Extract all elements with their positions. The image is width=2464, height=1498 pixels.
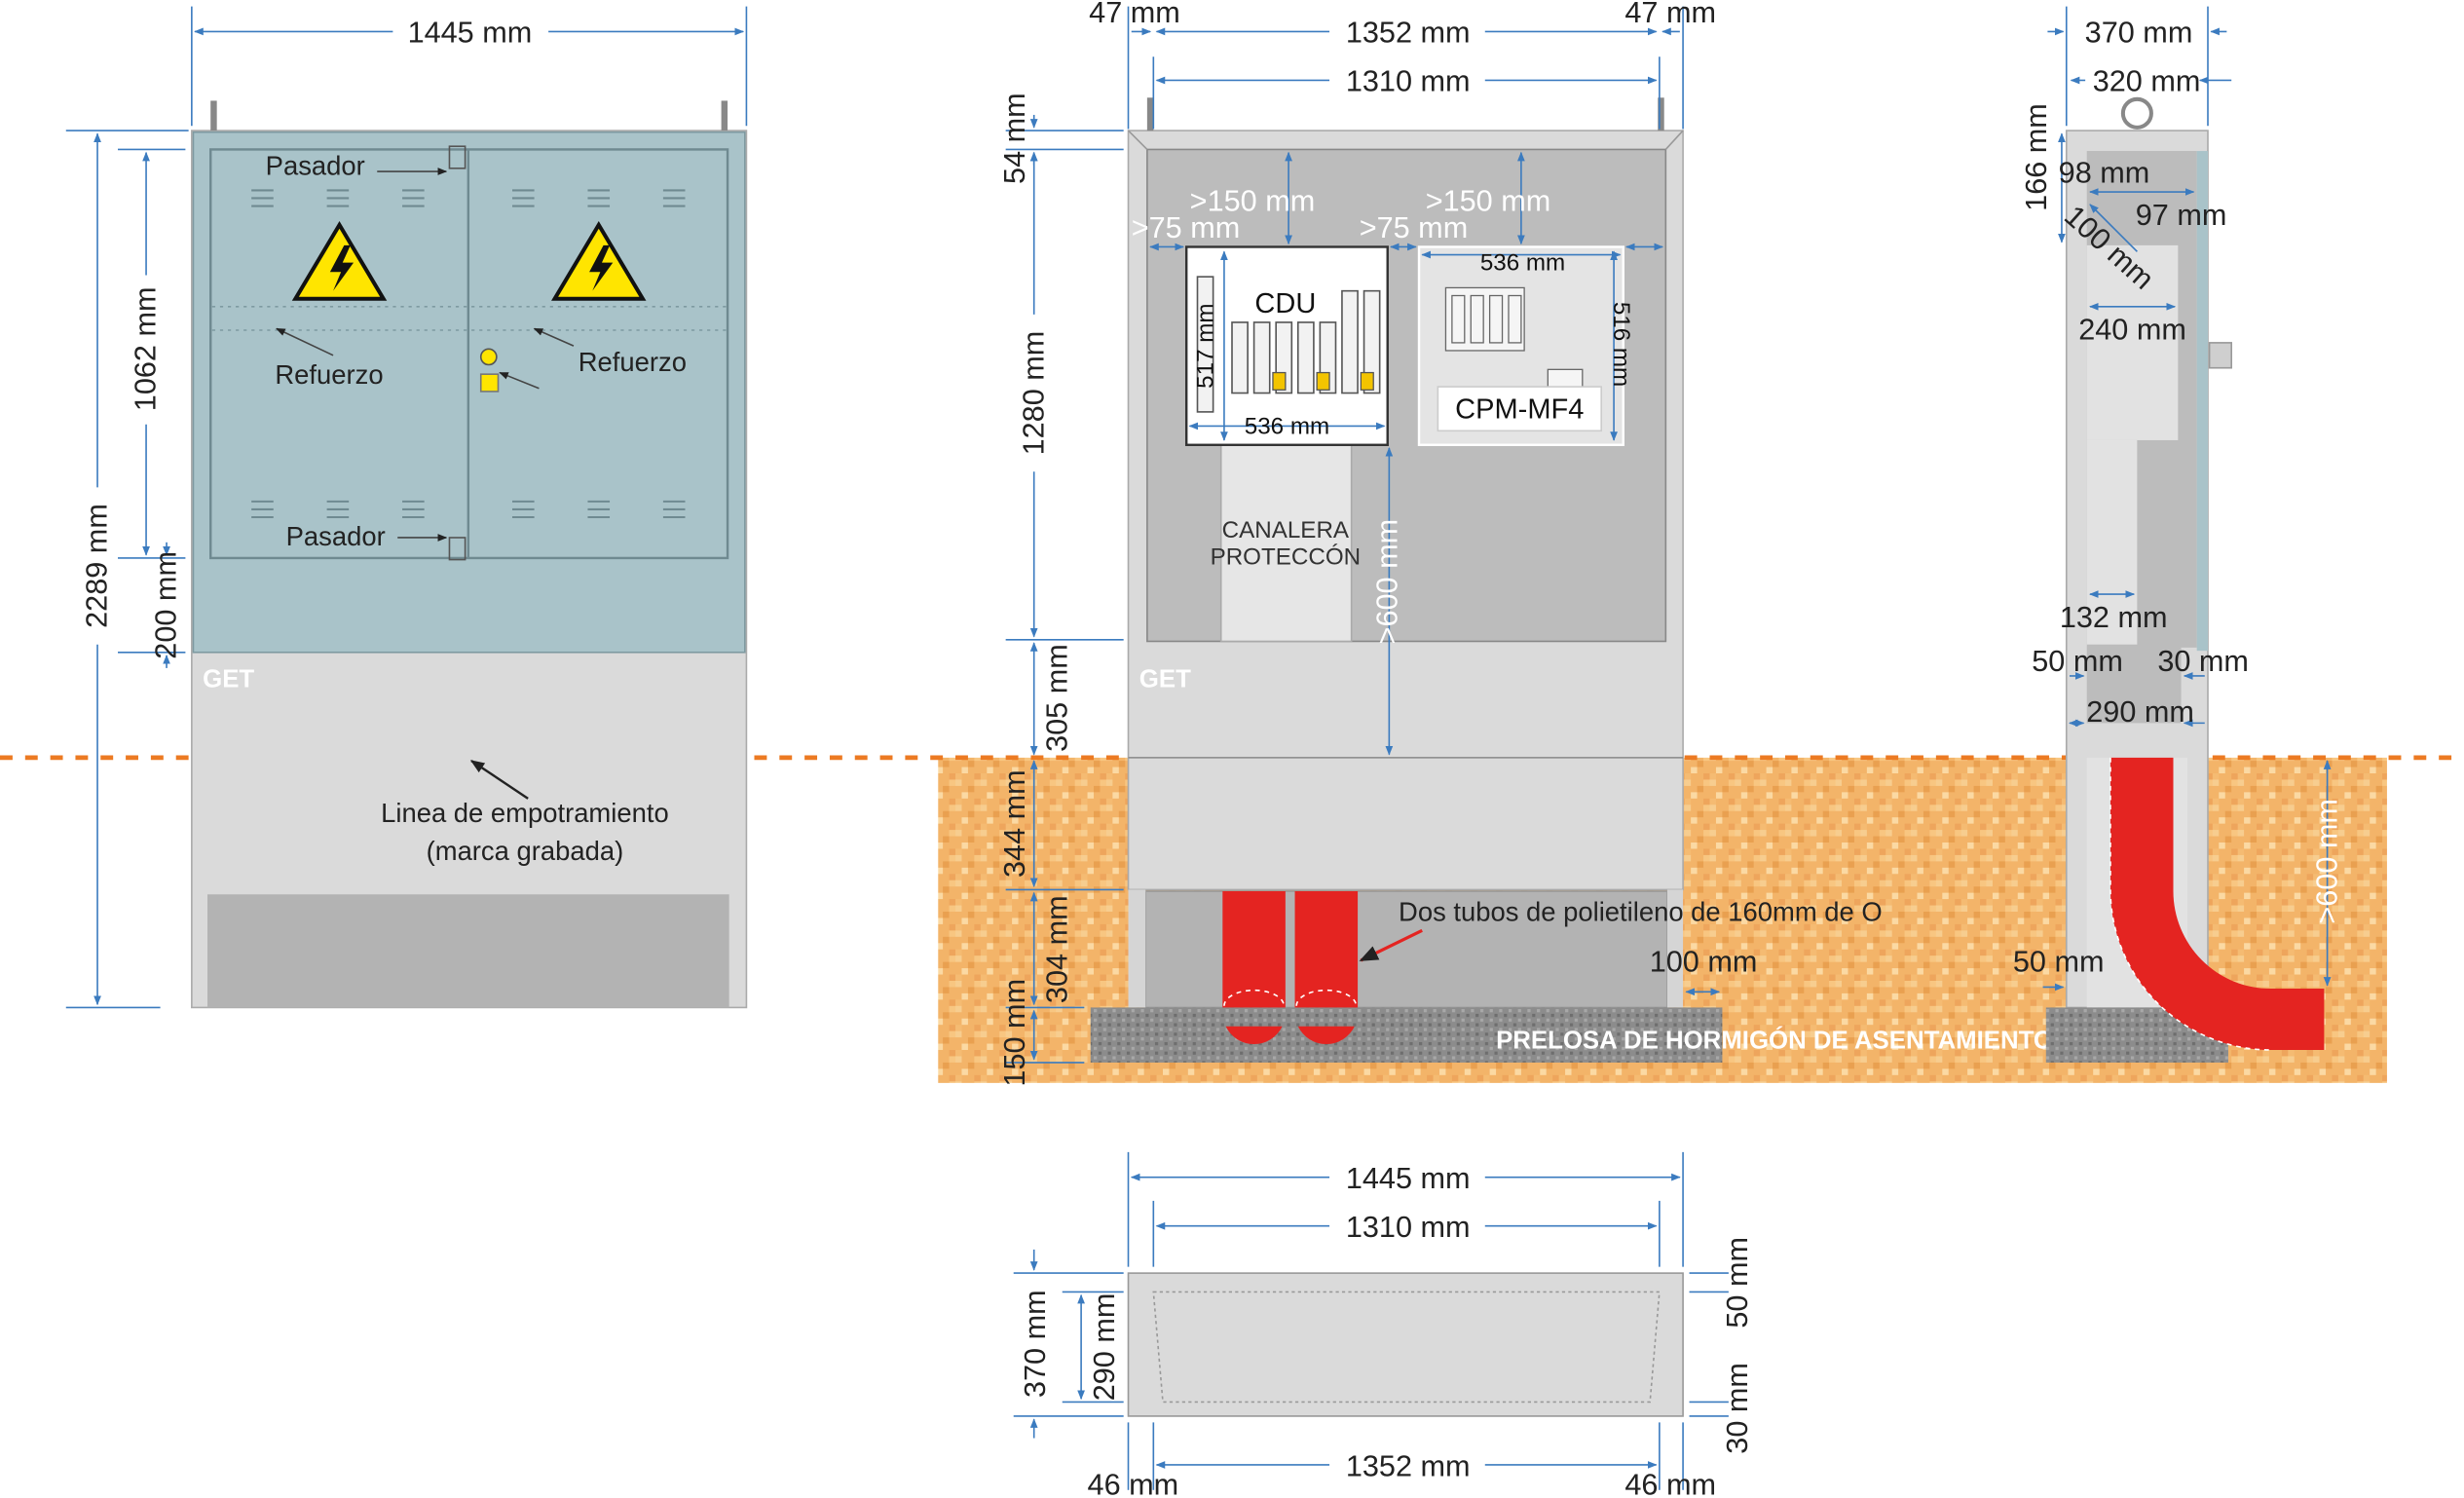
- plan-w-1310: 1310 mm: [1346, 1211, 1471, 1244]
- side-clearance-600: >600 mm: [2310, 799, 2343, 924]
- front-brand: GET: [203, 665, 254, 693]
- cpm-height-dim: 516 mm: [1608, 302, 1634, 387]
- plan-d-290: 290 mm: [1088, 1293, 1121, 1402]
- side-slab-50: 50 mm: [2013, 945, 2105, 978]
- side-h-166: 166 mm: [2020, 103, 2053, 211]
- side-panel-insert: [2086, 244, 2179, 440]
- plan-b-46-left: 46 mm: [1088, 1469, 1179, 1498]
- cpm-breakers: [1444, 286, 1584, 394]
- front-width-dim: 1445 mm: [408, 17, 533, 50]
- pasador-top-label: Pasador: [266, 150, 365, 180]
- dim-344: 344 mm: [998, 769, 1031, 878]
- front-view: GET Pasador Pasador Refuerzo Refuerzo Li…: [65, 6, 748, 1009]
- side-d-132: 132 mm: [2060, 601, 2168, 634]
- dim-54: 54 mm: [998, 93, 1031, 184]
- clearance-150-left: >150 mm: [1190, 184, 1316, 217]
- plan-t-50: 50 mm: [1721, 1237, 1754, 1329]
- tubes-leader: [1359, 928, 1423, 962]
- cdu-label: CDU: [1254, 288, 1316, 319]
- vent-louvers: [251, 189, 686, 519]
- side-d-30: 30 mm: [2157, 645, 2249, 678]
- dim-1280: 1280 mm: [1017, 331, 1050, 456]
- refuerzo-right-leader: [533, 327, 575, 347]
- dim-305: 305 mm: [1041, 644, 1074, 752]
- clearance-75-left: >75 mm: [1132, 211, 1241, 244]
- embed-line-leader: [469, 760, 529, 800]
- cdu-terminals: [1272, 371, 1374, 391]
- plan-b-1352: 1352 mm: [1346, 1449, 1471, 1482]
- side-d-290: 290 mm: [2086, 695, 2194, 729]
- side-d-50: 50 mm: [2032, 645, 2123, 678]
- dim-150: 150 mm: [998, 979, 1031, 1087]
- refuerzo-right-label: Refuerzo: [579, 347, 687, 377]
- channel-label-2: PROTECCÓN: [1211, 543, 1362, 570]
- cdu-width-dim: 536 mm: [1245, 413, 1329, 439]
- side-channel: [2086, 439, 2138, 645]
- high-voltage-warning-icon: [291, 220, 388, 301]
- front-height-dim: 2289 mm: [81, 504, 114, 628]
- concrete-slab: [1090, 1007, 1723, 1063]
- bolt-latch-bottom: [448, 537, 467, 561]
- cpm-label: CPM-MF4: [1455, 393, 1584, 425]
- slab-label: PRELOSA DE HORMIGÓN DE ASENTAMIENTO: [1496, 1025, 2053, 1054]
- dim-1352: 1352 mm: [1346, 17, 1471, 50]
- pasador-bottom-label: Pasador: [286, 521, 386, 551]
- interior-base-sides: [1128, 889, 1146, 1008]
- side-handle: [2208, 342, 2233, 369]
- refuerzo-lock-leader: [499, 371, 540, 390]
- plan-d-370: 370 mm: [1019, 1290, 1052, 1398]
- embed-line-label: Linea de empotramiento: [381, 798, 669, 828]
- bolt-latch-top: [448, 145, 467, 169]
- high-voltage-warning-icon: [551, 220, 647, 301]
- side-d-97: 97 mm: [2136, 199, 2227, 232]
- door-lock-icon: [479, 348, 500, 393]
- plan-t-30: 30 mm: [1721, 1363, 1754, 1454]
- side-w-370: 370 mm: [2085, 17, 2193, 50]
- dim-304: 304 mm: [1041, 895, 1074, 1003]
- interior-base-sides-r: [1666, 889, 1684, 1008]
- channel-label-1: CANALERA: [1222, 517, 1350, 543]
- interior-view: CANALERA PROTECCÓN CDU: [998, 0, 2053, 1087]
- dim-47-right: 47 mm: [1624, 0, 1716, 29]
- clearance-600-dim: >600 mm: [1370, 519, 1403, 645]
- tubes-note: Dos tubos de polietileno de 160mm de O: [1399, 897, 1883, 927]
- protection-channel: [1219, 443, 1353, 643]
- lifting-ring-icon: [2120, 96, 2153, 130]
- side-door-strip: [2196, 151, 2208, 652]
- interior-brand: GET: [1139, 665, 1191, 693]
- plan-inner-outline: [1152, 1291, 1661, 1404]
- slab-overhang-dim: 100 mm: [1650, 945, 1758, 978]
- clearance-75-right: >75 mm: [1360, 211, 1469, 244]
- plan-b-46-right: 46 mm: [1624, 1469, 1716, 1498]
- side-w-320: 320 mm: [2093, 65, 2201, 98]
- dim-1310: 1310 mm: [1346, 65, 1471, 98]
- refuerzo-left-label: Refuerzo: [275, 359, 383, 390]
- front-lower-recess: [206, 894, 729, 1008]
- cdu-height-dim: 517 mm: [1193, 303, 1219, 388]
- plan-view: 1445 mm 1310 mm 370 mm 290 mm 50 mm 30 m…: [1013, 1151, 1754, 1498]
- side-d-240: 240 mm: [2078, 314, 2186, 347]
- plan-outline: [1127, 1272, 1684, 1417]
- side-d-98: 98 mm: [2059, 156, 2150, 189]
- dim-47-left: 47 mm: [1089, 0, 1180, 29]
- cdu-fuses: [1196, 276, 1381, 413]
- cpm-width-dim: 536 mm: [1480, 250, 1565, 277]
- front-lower-height-dim: 200 mm: [150, 551, 183, 659]
- side-bent-tube: [2109, 757, 2325, 1050]
- side-view: 370 mm 320 mm 166 mm 98 mm 97 mm 100 mm …: [2013, 6, 2343, 1063]
- front-door-height-dim: 1062 mm: [130, 286, 163, 411]
- plan-w-1445: 1445 mm: [1346, 1162, 1471, 1195]
- embed-line-sublabel: (marca grabada): [427, 836, 624, 866]
- cpm-label-box: [1437, 386, 1602, 432]
- clearance-150-right: >150 mm: [1426, 184, 1551, 217]
- refuerzo-left-leader: [276, 327, 334, 356]
